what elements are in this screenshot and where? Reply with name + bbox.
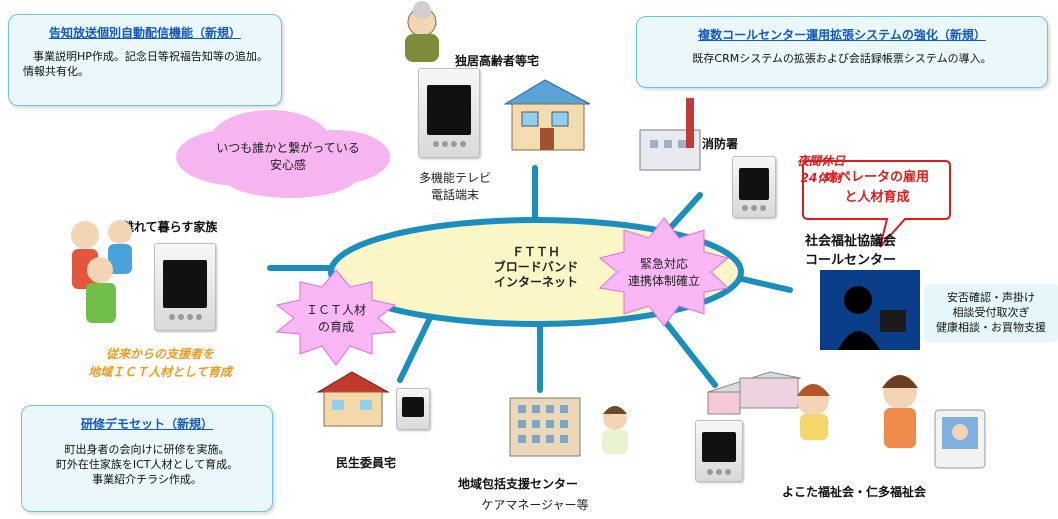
training-box: 研修デモセット（新規） 町出身者の会向けに研修を実施。 町外在住家族をICT人材… <box>21 405 273 512</box>
ftth-line-3: インターネット <box>493 275 578 289</box>
emergency-label: 緊急対応 連携体制確立 <box>614 256 714 290</box>
care-manager-icon <box>602 406 628 454</box>
ftth-label: ＦＴＴＨ ブロードバンド インターネット <box>486 245 586 290</box>
fire-label: 消防署 <box>702 137 739 151</box>
support-services-box: 安否確認・声掛け 相談受付取次ぎ 健康相談・お買物支援 <box>924 284 1058 342</box>
reassurance-line-2: 安心感 <box>269 158 306 172</box>
device-caption-line-2: 電話端末 <box>430 188 479 202</box>
minsei-label: 民生委員宅 <box>336 456 397 470</box>
fire-station-icon <box>639 98 701 171</box>
family-label: 離れて暮らす家族 <box>122 220 218 234</box>
tv-phone-device-elderly <box>418 68 480 158</box>
council-line-1: 社会福祉協議会 <box>805 234 897 249</box>
supporters-label: 従来からの支援者を 地域ＩＣＴ人材として育成 <box>60 345 260 381</box>
device-caption-line-1: 多機能テレビ <box>418 171 491 185</box>
training-title: 研修デモセット（新規） <box>80 417 213 431</box>
emergency-line-2: 連携体制確立 <box>627 274 700 288</box>
office-building-icon <box>509 397 581 457</box>
elderly-person-icon <box>405 1 439 62</box>
training-line-1: 町出身者の会向けに研修を実施。 <box>64 443 230 456</box>
tv-phone-device-fire <box>732 156 776 218</box>
tv-phone-device-yokota <box>695 420 743 482</box>
night-label: 夜間休日 24体制 <box>785 153 857 187</box>
night-line-1: 夜間休日 <box>796 154 845 168</box>
council-label: 社会福祉協議会 コールセンター <box>805 232 896 270</box>
yokota-label: よこた福祉会・仁多福祉会 <box>782 485 927 499</box>
device-caption: 多機能テレビ 電話端末 <box>400 170 510 204</box>
support-line-3: 健康相談・お買物支援 <box>936 321 1046 334</box>
ict-line-2: の育成 <box>317 320 354 334</box>
training-line-2: 町外在住家族をICT人材として育成。 <box>55 458 239 471</box>
supporters-line-2: 地域ＩＣＴ人材として育成 <box>88 365 232 379</box>
ict-starburst <box>275 269 397 366</box>
operator-line-1: オペレータの雇用 <box>824 170 929 185</box>
emergency-starburst <box>598 217 730 327</box>
supporters-line-1: 従来からの支援者を <box>105 347 214 361</box>
chiiki-label: 地域包括支援センター <box>458 477 579 491</box>
house-icon <box>503 79 591 151</box>
video-call-screen-icon <box>934 409 986 469</box>
line-to-yokota <box>657 312 718 388</box>
training-line-3: 事業紹介チラシ作成。 <box>92 473 202 486</box>
welfare-staff-icon <box>797 384 830 440</box>
call-center-operator-icon <box>820 270 920 350</box>
council-line-2: コールセンター <box>805 253 897 268</box>
callcenter-system-body: 既存CRMシステムの拡張および会話録帳票システムの導入。 <box>692 52 992 65</box>
callcenter-system-box: 複数コールセンター運用拡張システムの強化（新規） 既存CRMシステムの拡張および… <box>636 16 1048 88</box>
announce-title: 告知放送個別自動配信機能（新規） <box>48 26 241 40</box>
elderly-label: 独居高齢者等宅 <box>455 54 540 68</box>
tv-phone-device-family <box>154 243 216 331</box>
reassurance-line-1: いつも誰かと繋がっている <box>216 141 360 155</box>
announce-line-1: 事業説明HP作成。記念日等祝福告知等の追加。 <box>33 50 268 63</box>
ftth-line-1: ＦＴＴＨ <box>511 245 560 259</box>
operator-label: オペレータの雇用 と人材育成 <box>806 168 948 208</box>
announce-box: 告知放送個別自動配信機能（新規） 事業説明HP作成。記念日等祝福告知等の追加。 … <box>8 14 282 106</box>
welfare-facility-icon <box>706 371 802 415</box>
headset-operator-icon <box>882 375 918 448</box>
emergency-line-1: 緊急対応 <box>639 257 688 271</box>
family-icon <box>71 220 132 323</box>
operator-callout <box>802 160 951 248</box>
callcenter-system-title: 複数コールセンター運用拡張システムの強化（新規） <box>698 28 986 42</box>
support-line-2: 相談受付取次ぎ <box>952 306 1030 319</box>
ftth-line-2: ブロードバンド <box>493 260 579 274</box>
support-line-1: 安否確認・声掛け <box>947 291 1035 304</box>
ict-label: ＩＣＴ人材 の育成 <box>296 302 376 336</box>
line-to-minsei <box>397 315 433 383</box>
announce-line-2: 情報共有化。 <box>23 65 89 78</box>
line-to-council <box>735 275 793 293</box>
ict-line-1: ＩＣＴ人材 <box>305 303 366 317</box>
minsei-house-icon <box>316 371 390 427</box>
operator-line-2: と人材育成 <box>844 190 910 205</box>
tv-phone-device-minsei <box>396 388 430 430</box>
night-line-2: 24体制 <box>800 171 842 185</box>
care-manager-label: ケアマネージャー等 <box>481 498 589 512</box>
announce-body: 事業説明HP作成。記念日等祝福告知等の追加。 情報共有化。 <box>23 49 271 79</box>
